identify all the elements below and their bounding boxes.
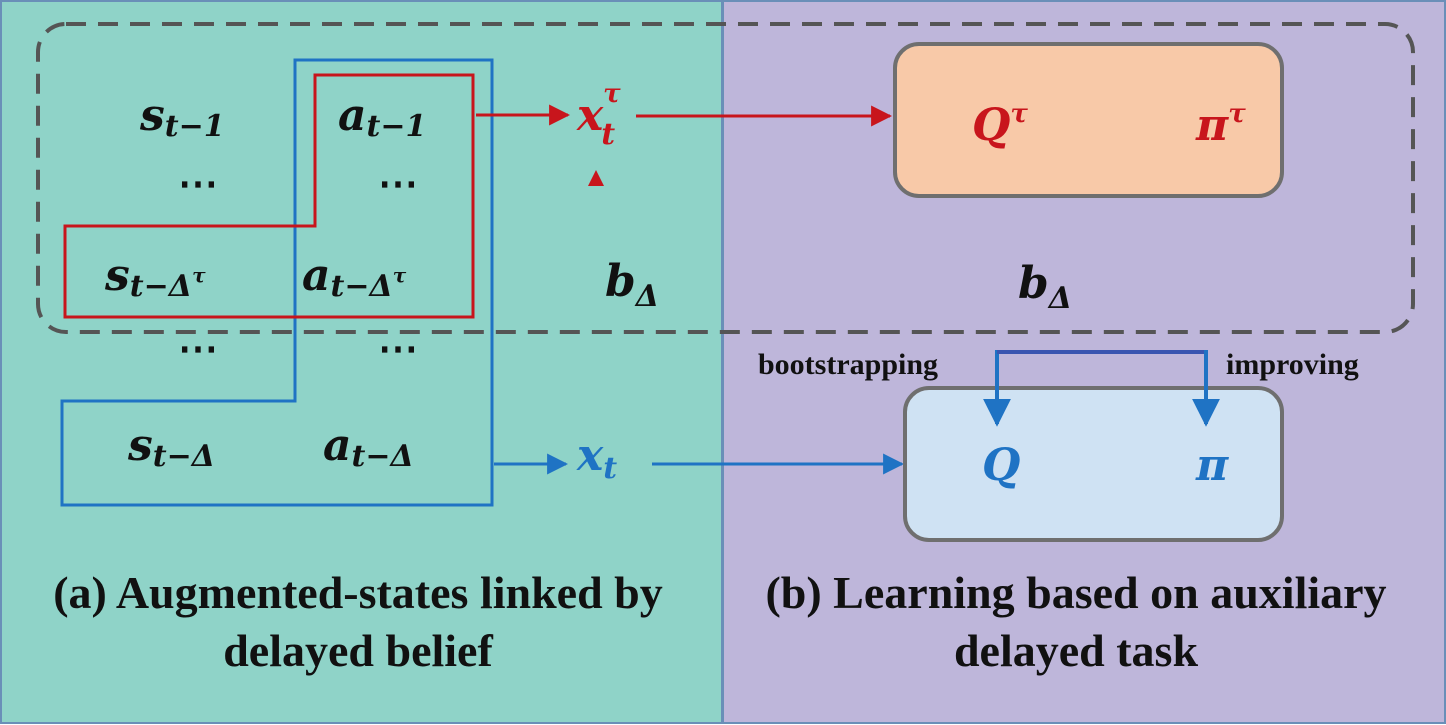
a-dots-1: ⋯ — [378, 160, 418, 207]
arrow-belief-up-head — [588, 170, 604, 186]
b-delta-right: bΔ — [1018, 258, 1072, 316]
q-tau: Qτ — [972, 99, 1028, 151]
pi-main: π — [1195, 440, 1229, 491]
a-t-minus-delta-tau: at−Δτ — [302, 250, 407, 304]
auxiliary-task-box — [893, 42, 1284, 198]
left-panel — [0, 0, 723, 724]
augmented-state-outline — [60, 58, 494, 507]
bootstrapping-label: bootstrapping — [758, 348, 938, 381]
s-dots-2: ⋯ — [178, 325, 218, 372]
a-dots-2: ⋯ — [378, 325, 418, 372]
q-main: Q — [982, 440, 1020, 491]
b-delta-left: bΔ — [605, 256, 659, 314]
matrix-symbols: st−1 at−1 ⋯ ⋯ st−Δτ at−Δτ ⋯ ⋯ st−Δ at−Δ — [104, 90, 426, 474]
improving-label: improving — [1226, 348, 1359, 381]
s-t-minus-delta: st−Δ — [127, 420, 215, 474]
pi-tau: πτ — [1195, 99, 1246, 151]
a-t-minus-1: at−1 — [338, 90, 426, 144]
s-dots-1: ⋯ — [178, 160, 218, 207]
a-t-minus-delta: at−Δ — [323, 420, 414, 474]
auxiliary-state-outline — [63, 73, 475, 319]
s-t-minus-delta-tau: st−Δτ — [104, 250, 206, 304]
x-t: xt — [576, 430, 617, 486]
s-t-minus-1: st−1 — [139, 90, 225, 144]
caption-a-line1: (a) Augmented-states linked by — [53, 567, 663, 618]
caption-b-line1: (b) Learning based on auxiliary — [765, 567, 1386, 618]
caption-b-line2: delayed task — [954, 625, 1199, 676]
caption-a-line2: delayed belief — [223, 625, 493, 676]
dashed-group-frame — [36, 22, 1415, 334]
x-t-tau: xtτ — [576, 79, 621, 152]
